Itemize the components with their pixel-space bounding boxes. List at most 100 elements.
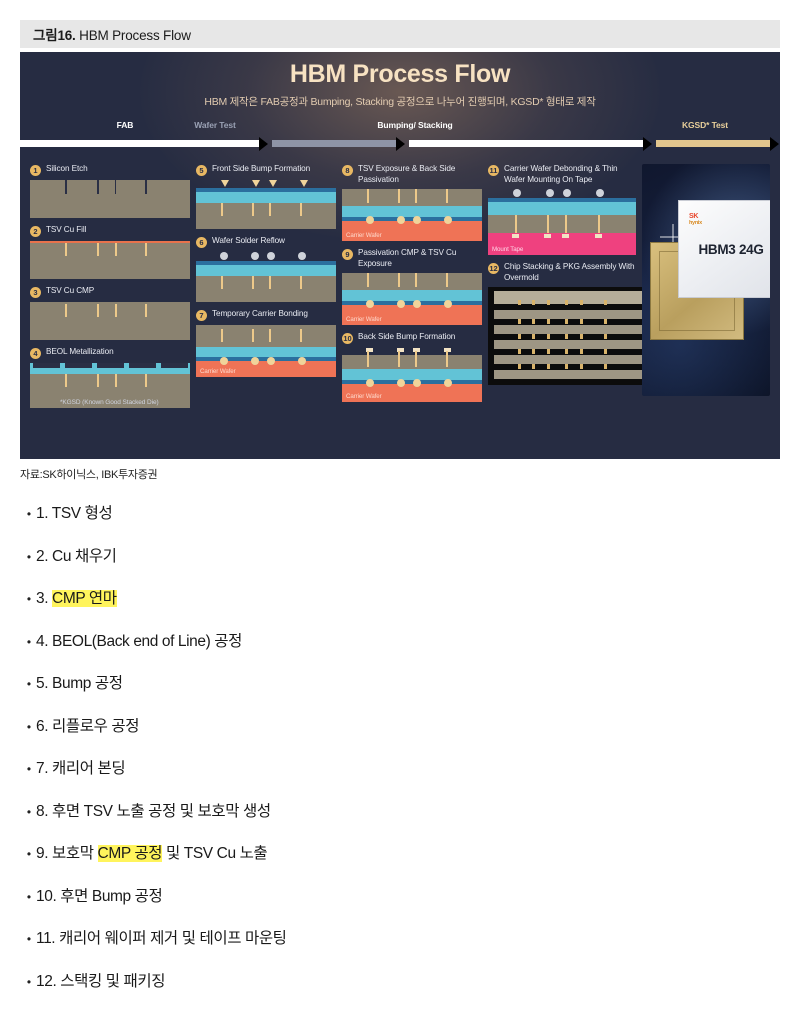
bonded-bump [267, 357, 276, 365]
exposed-tsv [398, 273, 400, 287]
micro-bump [603, 300, 607, 305]
tsv-via [97, 243, 100, 256]
passivation-top [488, 198, 636, 202]
step-3-diagram [30, 302, 190, 340]
passivation-layer [196, 347, 336, 357]
beol-tooth [32, 363, 60, 368]
step-number-badge: 8 [342, 165, 353, 176]
bullet-marker: • [26, 889, 32, 904]
step-title: Carrier Wafer Debonding & Thin Wafer Mou… [504, 164, 618, 184]
bonded-bump [444, 216, 453, 224]
etch-trench [65, 180, 67, 194]
step-3-head: 3 TSV Cu CMP [30, 286, 190, 298]
step-title: Chip Stacking & PKG Assembly With Overmo… [504, 262, 635, 282]
list-item-pre: 4. BEOL(Back end of Line) 공정 [36, 632, 243, 650]
reflowed-solder-ball [267, 252, 276, 260]
reflowed-solder-ball [219, 252, 228, 260]
process-step-8: 8 TSV Exposure & Back Side Passivation [342, 164, 482, 241]
step-2-diagram [30, 241, 190, 279]
passivation-layer [342, 290, 482, 301]
backside-bump [594, 234, 602, 238]
phase-arrow-bumping-stacking [409, 136, 652, 151]
bonded-bump [365, 216, 374, 224]
list-item-text: 9. 보호막 CMP 공정 및 TSV Cu 노출 [36, 843, 268, 865]
list-item-pre: 12. 스택킹 및 패키징 [36, 972, 166, 990]
passivation-layer [488, 202, 636, 215]
list-item-text: 11. 캐리어 웨이퍼 제거 및 테이프 마운팅 [36, 928, 287, 950]
silicon-layer [196, 203, 336, 229]
front-side-bump [513, 189, 522, 197]
bullet-marker: • [26, 974, 32, 989]
exposed-tsv [398, 351, 400, 367]
list-item: • 7. 캐리어 본딩 [22, 758, 778, 801]
backside-bump [413, 348, 421, 352]
figure-number: 그림16. [33, 28, 76, 43]
micro-bump [579, 334, 583, 339]
phase-arrow-wafer-test [272, 136, 405, 151]
step-column-fab: 1 Silicon Etch 2 [30, 164, 190, 415]
step-column-stacking: 11 Carrier Wafer Debonding & Thin Wafer … [488, 164, 648, 415]
step-7-head: 7 Temporary Carrier Bonding [196, 309, 336, 321]
reflowed-solder-ball [298, 252, 307, 260]
cu-overburden-layer [30, 241, 190, 243]
tsv-via [252, 276, 254, 289]
list-item-pre: 9. 보호막 [36, 845, 98, 862]
micro-bump [565, 300, 569, 305]
stacked-die [494, 310, 642, 324]
backside-bump [365, 348, 373, 352]
tsv-via [145, 243, 148, 256]
tsv-via [65, 374, 68, 387]
backside-bump [562, 234, 569, 238]
step-8-diagram: Carrier Wafer [342, 189, 482, 241]
beol-metal-layer [30, 363, 190, 374]
passivation-layer [196, 192, 336, 203]
process-step-7: 7 Temporary Carrier Bonding [196, 309, 336, 377]
bonded-bump [413, 216, 422, 224]
bonded-bump [413, 379, 422, 387]
bonded-bump [365, 300, 374, 308]
micro-bump [603, 364, 607, 369]
infographic-title: HBM Process Flow [289, 60, 511, 88]
exposed-tsv [414, 351, 417, 367]
list-item-text: 1. TSV 형성 [36, 503, 113, 525]
mount-tape-layer: Mount Tape [488, 233, 636, 255]
etch-trench [97, 180, 99, 194]
backside-bump [544, 234, 552, 238]
carrier-wafer-label: Carrier Wafer [346, 316, 382, 323]
tsv-via [97, 304, 100, 317]
phase-label-kgsd-test: KGSD* Test [681, 120, 729, 130]
etch-trench [114, 180, 117, 194]
list-item-pre: 10. 후면 Bump 공정 [36, 887, 163, 905]
list-item-pre: 11. 캐리어 웨이퍼 제거 및 테이프 마운팅 [36, 930, 287, 947]
phase-band: FAB Wafer Test Bumping/ Stacking KGSD* T… [20, 120, 780, 156]
list-item-text: 4. BEOL(Back end of Line) 공정 [36, 631, 242, 653]
list-item-text: 6. 리플로우 공정 [36, 716, 140, 738]
front-side-bump [596, 189, 605, 197]
backside-bump [511, 234, 519, 238]
stacked-die [494, 340, 642, 354]
passivation-bottom [342, 380, 482, 384]
step-title: BEOL Metallization [46, 347, 114, 356]
bullet-marker: • [26, 719, 32, 734]
step-4-head: 4 BEOL Metallization [30, 347, 190, 359]
tsv-via [252, 203, 254, 216]
list-item-pre: 2. Cu 채우기 [36, 547, 117, 565]
process-step-12: 12 Chip Stacking & PKG Assembly With Ove… [488, 262, 648, 385]
step-title: Back Side Bump Formation [358, 332, 456, 341]
carrier-wafer-label: Carrier Wafer [200, 368, 236, 375]
list-item: • 5. Bump 공정 [22, 673, 778, 716]
list-item-text: 8. 후면 TSV 노출 공정 및 보호막 생성 [36, 801, 271, 823]
list-item-highlight: CMP 연마 [52, 590, 117, 607]
list-item: • 12. 스택킹 및 패키징 [22, 971, 778, 1014]
process-step-bullet-list: • 1. TSV 형성 • 2. Cu 채우기 • 3. CMP 연마 • 4.… [22, 503, 778, 1013]
bonded-bump [444, 379, 453, 387]
infographic-header: HBM Process Flow HBM 제작은 FAB공정과 Bumping,… [20, 52, 780, 109]
step-12-chip-stack-diagram [488, 287, 648, 385]
process-step-1: 1 Silicon Etch [30, 164, 190, 218]
backside-bump [444, 348, 452, 352]
list-item-pre: 1. TSV 형성 [36, 505, 113, 522]
step-1-head: 1 Silicon Etch [30, 164, 190, 176]
beol-tooth [64, 363, 92, 368]
list-item-text: 2. Cu 채우기 [36, 546, 117, 568]
exposed-tsv [414, 189, 417, 203]
